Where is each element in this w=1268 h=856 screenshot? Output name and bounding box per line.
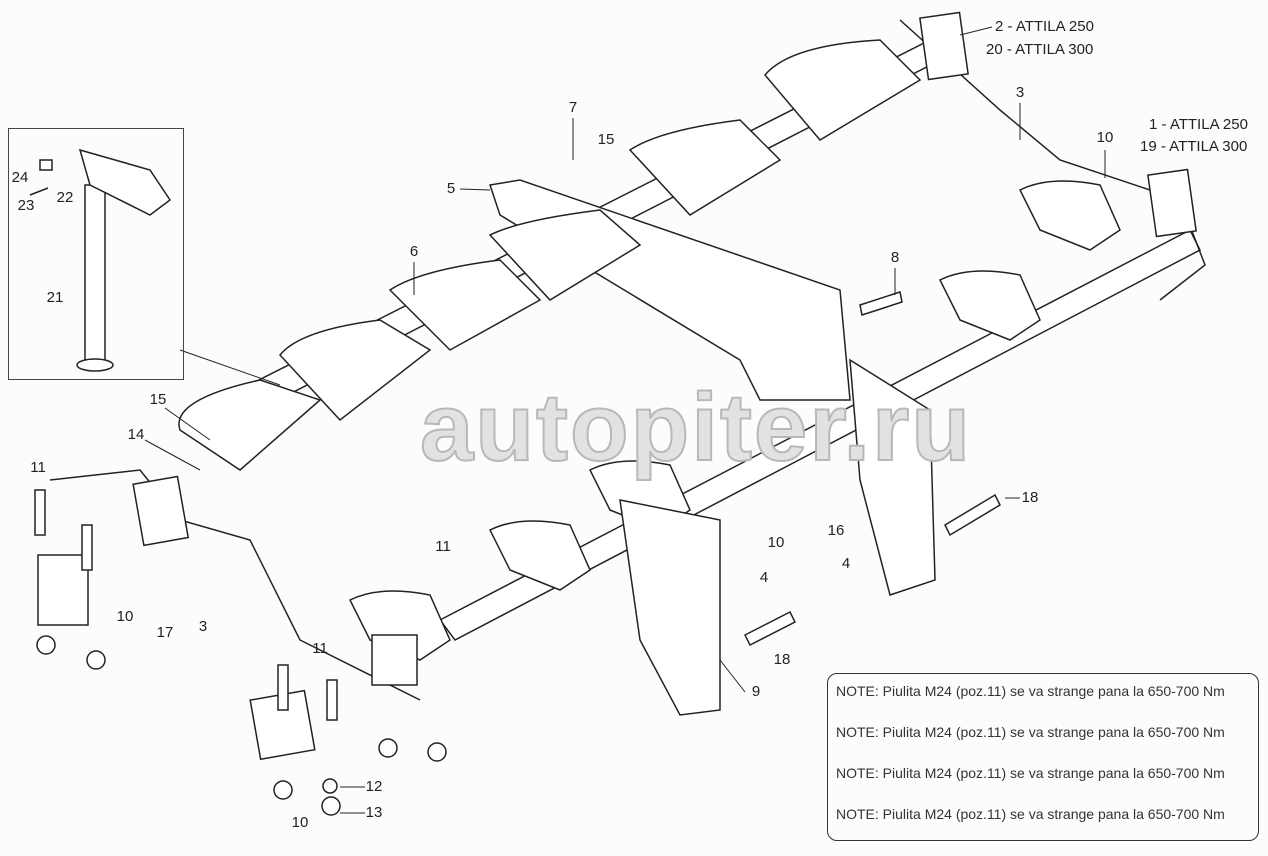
label-10-mid: 10	[767, 534, 785, 551]
label-frame-right-300: 19 - ATTILA 300	[1140, 138, 1248, 155]
bracket-left	[37, 554, 89, 626]
pins	[34, 291, 1001, 721]
hitch-arm-left	[619, 499, 721, 716]
label-5: 5	[446, 180, 456, 197]
end-plate-right	[1147, 168, 1197, 238]
label-7: 7	[568, 99, 578, 116]
label-10-right: 10	[1096, 129, 1114, 146]
inset-label-21: 21	[46, 289, 64, 306]
label-15-top: 15	[597, 131, 615, 148]
note-2: NOTE: Piulita M24 (poz.11) se va strange…	[836, 724, 1225, 740]
label-13: 13	[365, 804, 383, 821]
inset-frame	[8, 128, 184, 380]
label-4-right: 4	[841, 555, 851, 572]
nuts	[36, 635, 447, 816]
label-11-bottom: 11	[312, 640, 328, 657]
label-6: 6	[409, 243, 419, 260]
label-4-mid: 4	[759, 569, 769, 586]
label-11-mid: 11	[435, 538, 451, 555]
notes-box: NOTE: Piulita M24 (poz.11) se va strange…	[827, 673, 1259, 841]
inset-label-24: 24	[11, 169, 29, 186]
label-frame-right-250: 1 - ATTILA 250	[1149, 116, 1248, 133]
label-15-left: 15	[149, 391, 167, 408]
end-plate-left	[132, 475, 190, 547]
label-18-right: 18	[1021, 489, 1039, 506]
front-plates	[348, 180, 1121, 661]
note-4: NOTE: Piulita M24 (poz.11) se va strange…	[836, 806, 1225, 822]
label-14: 14	[127, 426, 145, 443]
label-18-mid: 18	[773, 651, 791, 668]
inset-jack-stand	[29, 148, 172, 372]
label-9: 9	[751, 683, 761, 700]
label-17: 17	[156, 624, 174, 641]
label-8: 8	[890, 249, 900, 266]
leader-lines	[144, 26, 1106, 814]
label-11-left: 11	[30, 459, 46, 476]
label-10-left: 10	[116, 608, 134, 625]
label-frame-top-250: 2 - ATTILA 250	[995, 18, 1094, 35]
inset-label-23: 23	[17, 197, 35, 214]
hitch-arm-right	[849, 358, 936, 596]
label-3-bottom: 3	[198, 618, 208, 635]
label-16: 16	[827, 522, 845, 539]
inset-label-22: 22	[56, 189, 74, 206]
label-10-bottom: 10	[291, 814, 309, 831]
note-3: NOTE: Piulita M24 (poz.11) se va strange…	[836, 765, 1225, 781]
note-1: NOTE: Piulita M24 (poz.11) se va strange…	[836, 683, 1225, 699]
rear-shields	[178, 39, 922, 471]
label-3-top: 3	[1015, 84, 1025, 101]
label-12: 12	[365, 778, 383, 795]
bracket-mid	[371, 634, 418, 686]
end-plate-top	[919, 11, 969, 81]
label-frame-top-300: 20 - ATTILA 300	[986, 41, 1094, 58]
watermark: autopiter.ru	[419, 374, 973, 481]
